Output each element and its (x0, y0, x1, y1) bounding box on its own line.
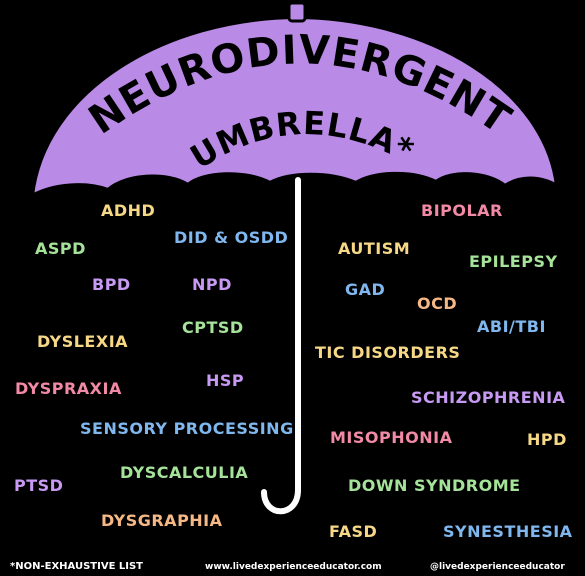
label-fasd: FASD (329, 522, 378, 541)
footer-handle[interactable]: @livedexperienceeducator (430, 562, 565, 572)
label-schizophrenia: SCHIZOPHRENIA (411, 388, 566, 407)
label-ocd: OCD (417, 294, 458, 313)
label-did-osdd: DID & OSDD (174, 228, 289, 247)
label-dyscalculia: DYSCALCULIA (120, 463, 249, 482)
label-autism: AUTISM (338, 239, 411, 258)
label-adhd: ADHD (101, 201, 156, 220)
label-dyslexia: DYSLEXIA (37, 332, 129, 351)
label-sensory-processing: SENSORY PROCESSING (80, 419, 294, 438)
umbrella-tip (287, 1, 307, 23)
label-hsp: HSP (206, 371, 245, 390)
umbrella-handle (261, 177, 301, 515)
label-aspd: ASPD (35, 239, 86, 258)
footer-note: *NON-EXHAUSTIVE LIST (10, 561, 143, 572)
label-down-syndrome: DOWN SYNDROME (348, 476, 521, 495)
label-hpd: HPD (527, 430, 567, 449)
label-epilepsy: EPILEPSY (469, 252, 558, 271)
label-ptsd: PTSD (14, 476, 64, 495)
label-synesthesia: SYNESTHESIA (443, 522, 573, 541)
label-dysgraphia: DYSGRAPHIA (101, 511, 223, 530)
label-gad: GAD (345, 280, 386, 299)
label-misophonia: MISOPHONIA (330, 428, 453, 447)
label-tic-disorders: TIC DISORDERS (315, 343, 461, 362)
label-abi-tbi: ABI/TBI (477, 317, 546, 336)
label-dyspraxia: DYSPRAXIA (15, 379, 122, 398)
footer-website[interactable]: www.livedexperienceeducator.com (205, 562, 382, 572)
label-npd: NPD (192, 275, 232, 294)
label-cptsd: CPTSD (182, 318, 244, 337)
label-bipolar: BIPOLAR (421, 201, 503, 220)
label-bpd: BPD (92, 275, 131, 294)
